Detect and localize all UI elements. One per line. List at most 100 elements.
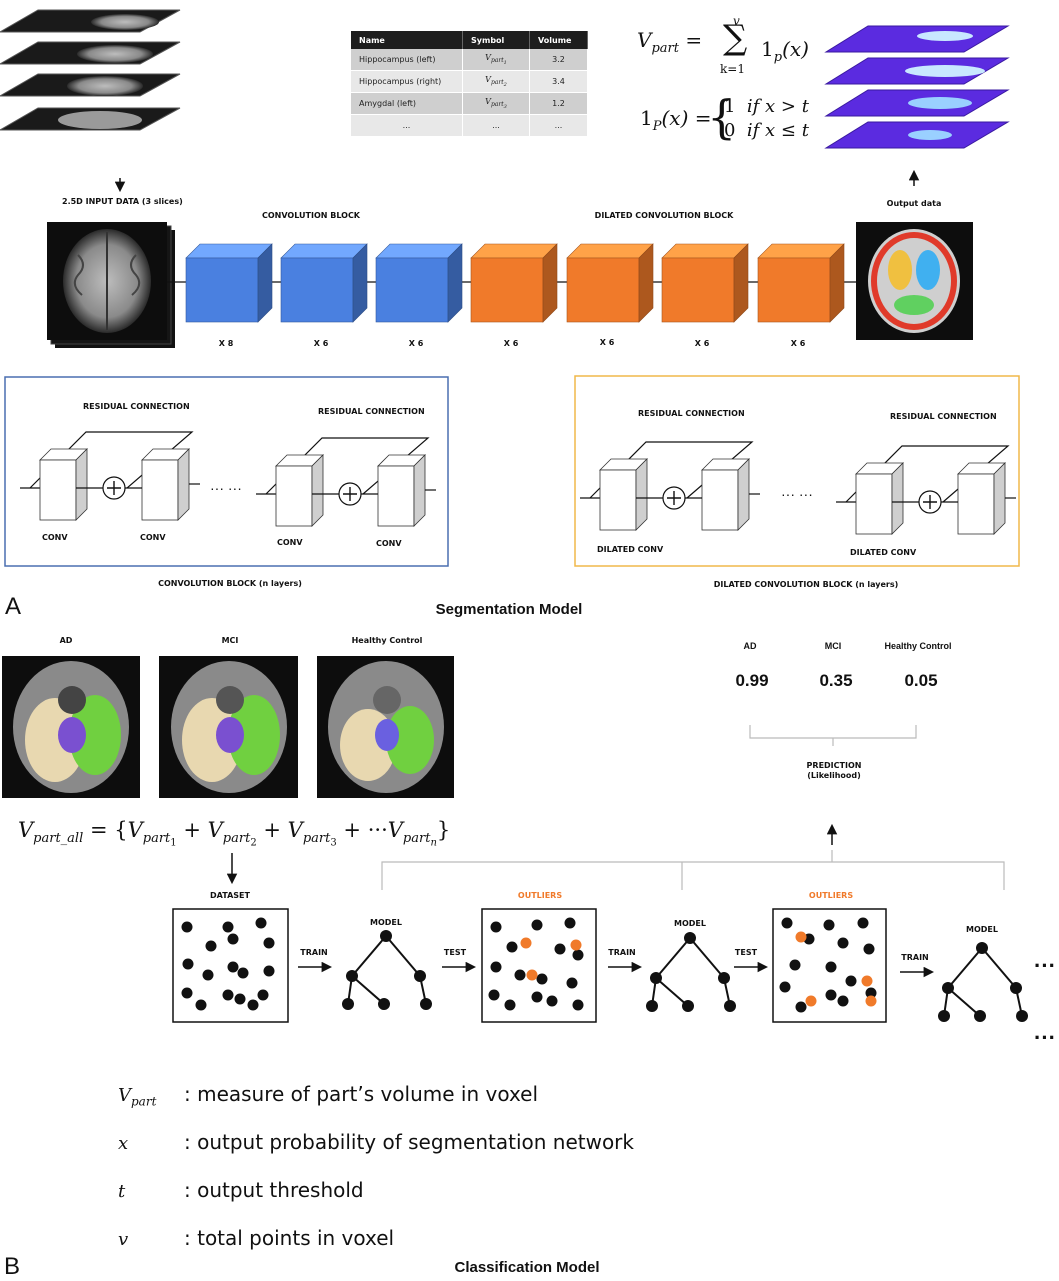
block-multiplier: X 6 (503, 339, 519, 348)
tree-edge (947, 987, 981, 1017)
data-point (202, 969, 214, 981)
prediction-title: PREDICTION (806, 761, 862, 770)
block-multiplier: X 6 (694, 339, 710, 348)
block-side-face (447, 243, 463, 323)
mri-ad (2, 656, 140, 798)
block-top-face (470, 243, 558, 259)
tree-node (378, 998, 390, 1010)
tree-edge (351, 935, 387, 977)
data-point (504, 999, 516, 1011)
legend-text: : output threshold (184, 1178, 364, 1202)
legend-symbol: x (118, 1133, 129, 1154)
tree-node (646, 1000, 658, 1012)
conv-box (39, 459, 77, 521)
dilated-caption: DILATED CONVOLUTION BLOCK (n layers) (713, 580, 899, 589)
conv-label-3: CONV (277, 538, 303, 547)
table-cell-name: Hippocampus (left) (351, 49, 463, 71)
table-cell-volume: 3.4 (529, 70, 588, 93)
data-point (490, 961, 502, 973)
block-top-face (757, 243, 845, 259)
conv-box-side (413, 454, 426, 527)
test-label-2: TEST (734, 948, 758, 957)
block-side-face (352, 243, 368, 323)
data-point (536, 973, 548, 985)
block-side-face (257, 243, 273, 323)
data-point (823, 919, 835, 931)
conv-residual-label-2: RESIDUAL CONNECTION (318, 407, 425, 416)
dilated-detail-frame (574, 375, 1020, 567)
data-point (237, 967, 249, 979)
plus-icon (667, 491, 681, 505)
data-point (845, 975, 857, 987)
dilated-conv-block (661, 257, 735, 323)
pred-value-mci: 0.35 (819, 671, 853, 690)
outlier-point (520, 937, 532, 949)
legend-symbol: Vpart (118, 1085, 157, 1109)
conv-residual-label-1: RESIDUAL CONNECTION (83, 402, 190, 411)
data-point (514, 969, 526, 981)
data-point (837, 937, 849, 949)
input-slice-stack (0, 9, 181, 131)
table-cell-symbol: ... (462, 114, 530, 137)
tree-node (346, 970, 358, 982)
group-label-ad: AD (59, 636, 73, 645)
data-point (181, 987, 193, 999)
group-label-mci: MCI (221, 636, 239, 645)
conv-box (141, 459, 179, 521)
tree-node (942, 982, 954, 994)
legend-text: : measure of part’s volume in voxel (184, 1082, 539, 1106)
table-cell-name: Hippocampus (right) (351, 70, 463, 93)
mri-mci (159, 656, 298, 798)
conv-box (701, 469, 739, 531)
tree-node (724, 1000, 736, 1012)
mri-healthy-control (317, 656, 454, 798)
tree-edge (947, 947, 983, 989)
block-top-face (566, 243, 654, 259)
table-header-volume: Volume (529, 31, 588, 49)
data-point (572, 999, 584, 1011)
legend-symbol: t (118, 1181, 126, 1202)
conv-box (957, 473, 995, 535)
dilated-residual-label-1: RESIDUAL CONNECTION (638, 409, 745, 418)
dilated-conv-block (757, 257, 831, 323)
formula-case-1: 1 if x > t (724, 96, 809, 117)
conv-box (377, 465, 415, 527)
data-point (488, 989, 500, 1001)
legend-text: : total points in voxel (184, 1226, 395, 1250)
outliers-label-1: OUTLIERS (517, 891, 563, 900)
legend-row: t : output threshold (118, 1178, 364, 1205)
table-cell-volume: 1.2 (529, 92, 588, 115)
pipeline-output-image (856, 222, 973, 340)
tree-node (718, 972, 730, 984)
tree-node (682, 1000, 694, 1012)
output-label: Output data (886, 199, 942, 208)
legend-row: Vpart : measure of part’s volume in voxel (118, 1082, 538, 1109)
conv-block-title: CONVOLUTION BLOCK (261, 211, 361, 220)
panel-title-b: Classification Model (454, 1259, 600, 1276)
input-label: 2.5D INPUT DATA (3 slices) (62, 197, 183, 206)
tree-node (684, 932, 696, 944)
model-label-2: MODEL (674, 919, 706, 928)
formula-indicator: 1P(x) = (640, 106, 712, 134)
dilated-block-title: DILATED CONVOLUTION BLOCK (594, 211, 734, 220)
data-point (222, 921, 234, 933)
test-label-1: TEST (443, 948, 467, 957)
data-point (837, 995, 849, 1007)
formula-sum-bottom: k=1 (720, 62, 745, 76)
tree-edge (655, 977, 689, 1007)
block-multiplier: X 6 (313, 339, 329, 348)
conv-block (185, 257, 259, 323)
table-header-name: Name (351, 31, 463, 49)
data-point (255, 917, 267, 929)
data-point (222, 989, 234, 1001)
data-point (857, 917, 869, 929)
plus-icon (107, 481, 121, 495)
tree-edge (689, 937, 725, 979)
legend-row: x: output probability of segmentation ne… (118, 1130, 634, 1157)
model-label-3: MODEL (966, 925, 998, 934)
block-top-face (280, 243, 368, 259)
data-point (263, 965, 275, 977)
